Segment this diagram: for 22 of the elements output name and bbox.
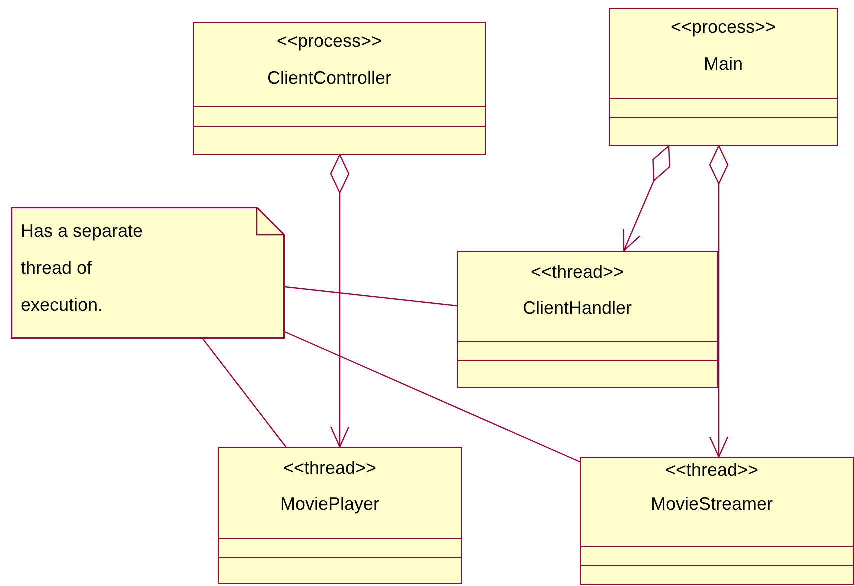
class-box bbox=[457, 251, 718, 388]
class-box bbox=[193, 22, 486, 155]
stereotype: <<thread>> bbox=[530, 262, 626, 283]
stereotype: <<process>> bbox=[276, 31, 384, 52]
note-connector bbox=[284, 286, 458, 307]
note-connector bbox=[202, 338, 286, 448]
class-name: MovieStreamer bbox=[650, 494, 774, 515]
class-name: MoviePlayer bbox=[279, 494, 381, 515]
class-name: ClientHandler bbox=[522, 298, 634, 319]
class-box bbox=[218, 447, 462, 584]
note-connector bbox=[284, 331, 580, 463]
note-text: Has a separate thread of execution. bbox=[21, 220, 144, 317]
stereotype: <<thread>> bbox=[664, 460, 760, 481]
stereotype: <<process>> bbox=[670, 17, 778, 38]
class-name: ClientController bbox=[266, 68, 393, 89]
aggregation-arrow bbox=[709, 145, 729, 458]
aggregation-arrow bbox=[623, 145, 670, 252]
aggregation-arrow bbox=[330, 154, 350, 448]
stereotype: <<thread>> bbox=[282, 458, 378, 479]
class-box bbox=[609, 8, 838, 146]
class-box bbox=[580, 457, 854, 585]
class-name: Main bbox=[702, 54, 744, 75]
